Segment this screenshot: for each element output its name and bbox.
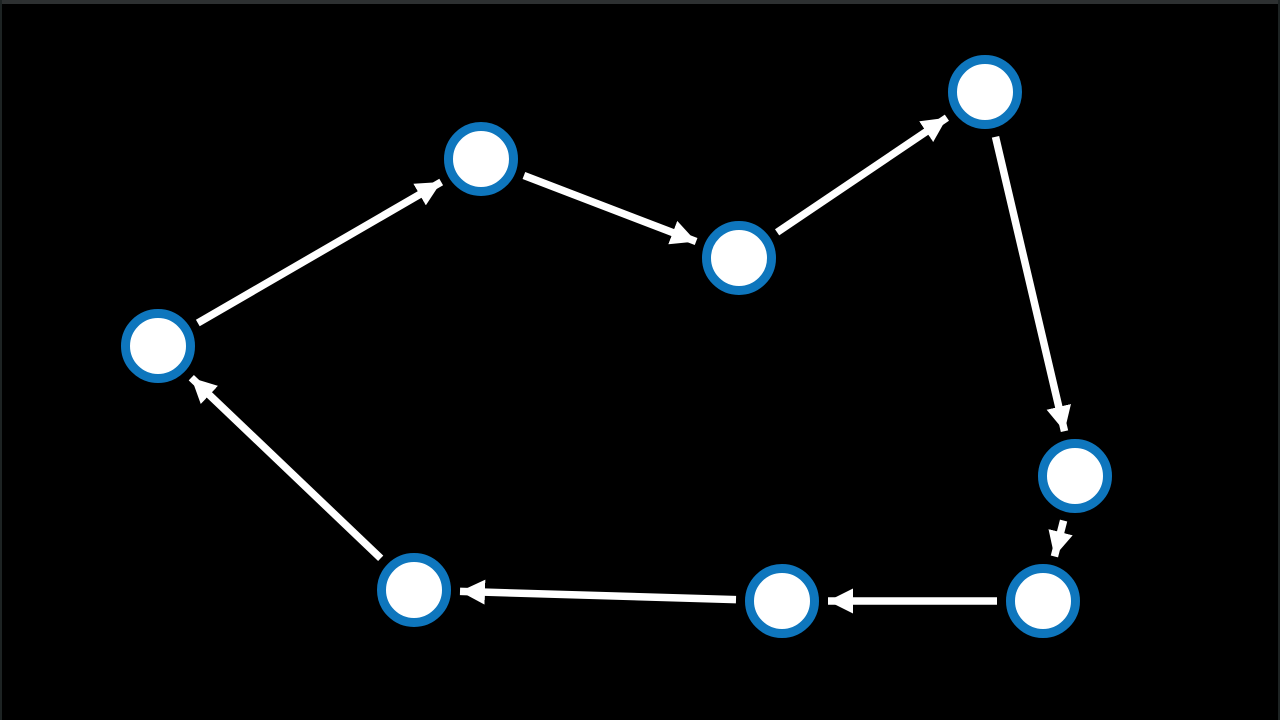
graph-node-bottom-center [745,564,819,638]
graph-node-center [702,221,776,295]
graph-edge-left-to-upper-left [195,178,444,327]
graph-node-left [121,309,195,383]
graph-node-top-right [948,55,1022,129]
graph-edge-right-to-bottom-right [1048,519,1073,558]
graph-edge-center-to-top-right [775,114,949,236]
graph-node-upper-left [444,122,518,196]
graph-edge-bottom-center-to-bottom-left [459,579,737,605]
graph-edge-bottom-left-to-left [188,374,384,562]
graph-node-bottom-left [377,553,451,627]
graph-node-right [1038,439,1112,513]
graph-edge-top-right-to-right [991,135,1071,433]
graph-node-bottom-right [1006,564,1080,638]
graph-edge-upper-left-to-center [522,171,698,246]
